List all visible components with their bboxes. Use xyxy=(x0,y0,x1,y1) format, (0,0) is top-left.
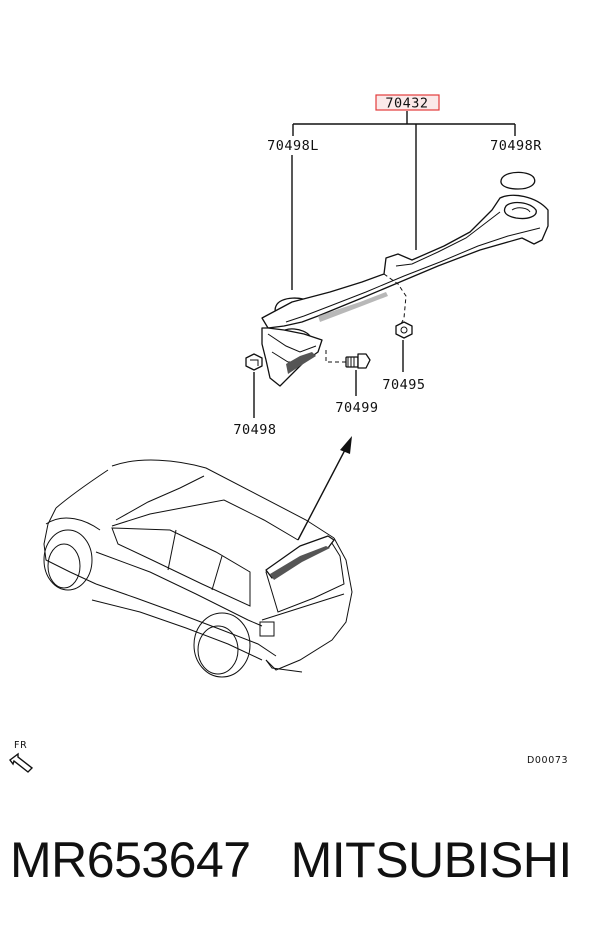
grommet-70498[interactable] xyxy=(245,353,263,371)
brand-name: MITSUBISHI xyxy=(290,832,573,888)
callout-label-70498l: 70498L xyxy=(267,138,319,154)
bolt-70499[interactable] xyxy=(345,353,371,369)
callout-70498[interactable]: 70498 xyxy=(233,422,276,438)
leader-lines-70432 xyxy=(292,111,516,250)
direction-label: FR xyxy=(14,740,27,751)
callout-70498l[interactable]: 70498L xyxy=(267,138,319,154)
callout-label-70499: 70499 xyxy=(335,400,378,416)
cap-plug-right[interactable] xyxy=(500,171,536,190)
callout-label-70495: 70495 xyxy=(382,377,425,393)
vehicle-spoiler[interactable] xyxy=(265,535,335,580)
rear-spoiler[interactable] xyxy=(261,194,549,387)
nut-70495[interactable] xyxy=(395,321,413,339)
assembly-line-bolt xyxy=(325,350,346,363)
drawing-code: D00073 xyxy=(527,755,568,766)
direction-arrow-icon xyxy=(9,752,34,773)
callout-label-70432: 70432 xyxy=(385,96,428,112)
vehicle-illustration xyxy=(43,459,353,678)
part-number: MR653647 xyxy=(10,832,251,888)
callout-label-70498r: 70498R xyxy=(490,138,542,154)
callout-70432[interactable]: 70432 xyxy=(375,94,440,112)
callout-70499[interactable]: 70499 xyxy=(335,400,378,416)
caption: MR653647 MITSUBISHI xyxy=(10,835,595,885)
location-arrow xyxy=(297,436,352,541)
assembly-line-nut xyxy=(383,273,407,327)
callout-label-70498: 70498 xyxy=(233,422,276,438)
callout-70498r[interactable]: 70498R xyxy=(490,138,542,154)
callout-70495[interactable]: 70495 xyxy=(382,377,425,393)
direction-indicator: FR xyxy=(9,740,34,773)
highlight-box xyxy=(375,94,440,111)
